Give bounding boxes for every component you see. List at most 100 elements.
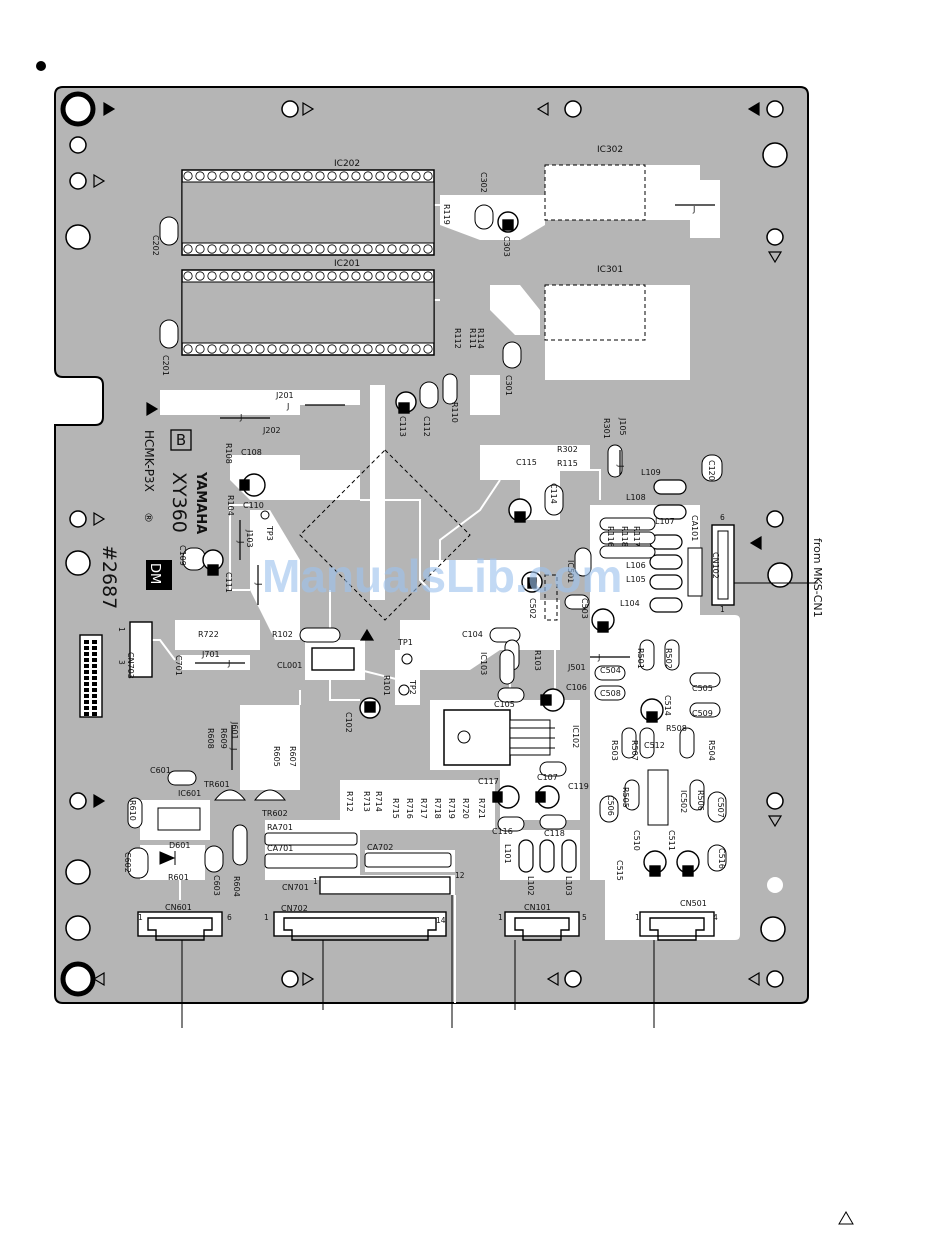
component-label: R608 [206,728,215,749]
component-label: R507 [630,740,639,761]
component-label: L102 [526,876,535,896]
component-label: R712 [345,791,354,812]
component-label: 3 [117,660,126,665]
ul-mark: ® [142,512,155,523]
component-label: C508 [600,689,621,698]
cn701-body [319,876,451,895]
component-label: CN702 [281,904,308,913]
mounting-holes [60,91,793,997]
component-label: 14 [436,916,446,925]
component-label: R505 [621,787,630,808]
component-label: CN703 [126,652,135,679]
component-label: R721 [477,798,486,819]
leader-lines [181,582,818,1028]
component-label: R502 [664,648,673,669]
component-label: R108 [224,443,233,464]
component-label: L105 [626,575,646,584]
mounting-hole [65,224,91,250]
component-label: CN501 [680,899,707,908]
connection-note: from MKS-CN1 [811,538,824,618]
component-label: C602 [123,852,132,873]
component-label: R501 [636,648,645,669]
component-label: C106 [566,683,587,692]
component-label: CL001 [277,661,302,670]
component-label: CN101 [524,903,551,912]
tr601-body [213,789,247,801]
component-label: C601 [150,766,171,775]
component-label: IC201 [334,259,360,269]
component-label: R302 [557,445,578,454]
component-label: 12 [455,871,465,880]
component-label: R101 [382,675,391,696]
component-label: L107 [655,517,675,526]
component-label: J201 [275,391,294,400]
component-label: R605 [272,746,281,767]
component-label: CN601 [165,903,192,912]
component-label: J [597,653,600,662]
component-label: R716 [405,798,414,819]
component-label: L106 [626,561,646,570]
ic202-package [181,169,435,256]
d601-symbol [159,851,176,865]
ca101-body [687,547,703,597]
component-label: C114 [549,483,558,504]
component-label: 5 [582,913,587,922]
component-label: 6 [227,913,232,922]
component-label: L108 [626,493,646,502]
tp1-point [401,653,413,665]
component-label: J501 [567,663,586,672]
component-label: 6 [720,513,725,522]
small-holes [69,100,784,988]
component-label: R604 [232,876,241,897]
bullet-dot [36,61,46,71]
board-letter-box [170,429,192,451]
component-label: J [286,402,289,411]
mounting-hole [760,916,786,942]
tp3-point [260,510,270,520]
cl001-body [311,647,355,671]
bottom-connectors [137,911,715,941]
component-label: TR601 [203,780,230,789]
cn501-body [639,911,715,937]
component-label: R111 [468,328,477,349]
component-label: C510 [632,830,641,851]
component-label: IC502 [679,790,688,813]
component-label: C120 [707,460,716,481]
component-label: R103 [533,650,542,671]
component-label: C516 [717,848,726,869]
component-label: 1 [138,913,143,922]
jumper-wires [195,204,715,770]
ic501-outline [544,574,558,621]
page-corner-triangle [838,1211,854,1225]
component-label: C117 [478,777,499,786]
component-label: C302 [479,172,488,193]
component-label: 1 [498,913,503,922]
component-label: IC202 [334,159,360,169]
component-label: IC601 [178,789,201,798]
component-label: R718 [433,798,442,819]
component-label: C102 [344,712,353,733]
ic302-outline [544,164,646,221]
component-label: C113 [398,416,407,437]
component-label: R118 [620,526,629,547]
ic201-package [181,269,435,356]
mounting-hole [65,859,91,885]
component-label: R119 [442,204,451,225]
component-label: C509 [692,709,713,718]
component-label: J103 [245,529,254,548]
component-label: C110 [243,501,264,510]
component-label: CN701 [282,883,309,892]
component-label: R722 [198,630,219,639]
component-label: R114 [476,328,485,349]
component-label: TR602 [261,809,288,818]
component-label: C111 [224,572,233,593]
ic502-body [647,769,669,826]
component-label: J105 [618,417,627,436]
dm-mark-box [146,560,172,590]
component-label: 1 [720,605,725,614]
component-label: J [254,582,263,585]
dm-mark: DM [147,563,162,584]
component-label: C116 [492,827,513,836]
mounting-hole [767,562,793,588]
component-label: C104 [462,630,483,639]
